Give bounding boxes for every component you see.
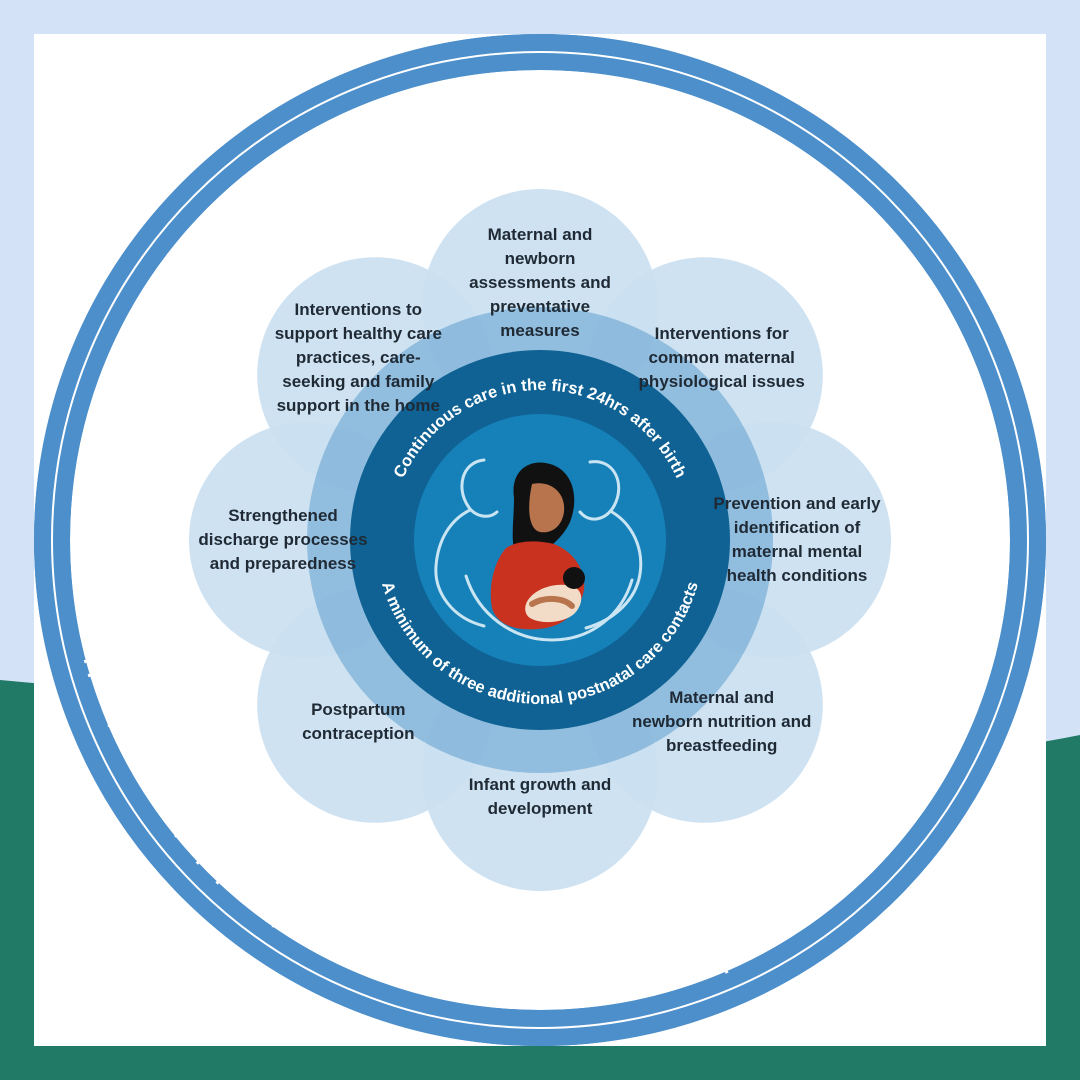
petal-label-contraception: Postpartum contraception (268, 652, 448, 792)
petal-label-mental-health: Prevention and early identification of m… (707, 470, 887, 610)
petal-label-assessments: Maternal and newborn assessments and pre… (450, 213, 630, 353)
petal-label-growth: Infant growth and development (450, 727, 630, 867)
petal-text-home-care: Interventions to support healthy care pr… (274, 300, 442, 416)
petal-label-physiological: Interventions for common maternal physio… (632, 288, 812, 428)
petal-text-physiological: Interventions for common maternal physio… (638, 324, 805, 392)
petal-label-nutrition: Maternal and newborn nutrition and breas… (632, 652, 812, 792)
family-figure-right-head (578, 460, 621, 521)
petal-text-mental-health: Prevention and early identification of m… (713, 494, 881, 585)
ring-track-line (51, 51, 1029, 1029)
petal-text-growth: Infant growth and development (468, 775, 612, 818)
baby-head (563, 567, 585, 589)
baby-blanket (525, 584, 582, 623)
petal-text-nutrition: Maternal and newborn nutrition and breas… (631, 687, 812, 755)
petal-text-assessments: Maternal and newborn assessments and pre… (469, 225, 611, 340)
mother-arm (529, 596, 575, 609)
petal-label-discharge: Strengthened discharge processes and pre… (193, 470, 373, 610)
petal-label-home-care: Interventions to support healthy care pr… (268, 288, 448, 428)
petal-text-discharge: Strengthened discharge processes and pre… (198, 506, 368, 573)
embrace-arc (464, 574, 634, 642)
family-figure-left-body (434, 508, 486, 628)
mother-breastfeeding-with-family-icon (434, 458, 643, 642)
mother-face (529, 483, 565, 533)
petal-text-contraception: Postpartum contraception (302, 699, 415, 743)
family-figure-left-head (460, 458, 499, 518)
